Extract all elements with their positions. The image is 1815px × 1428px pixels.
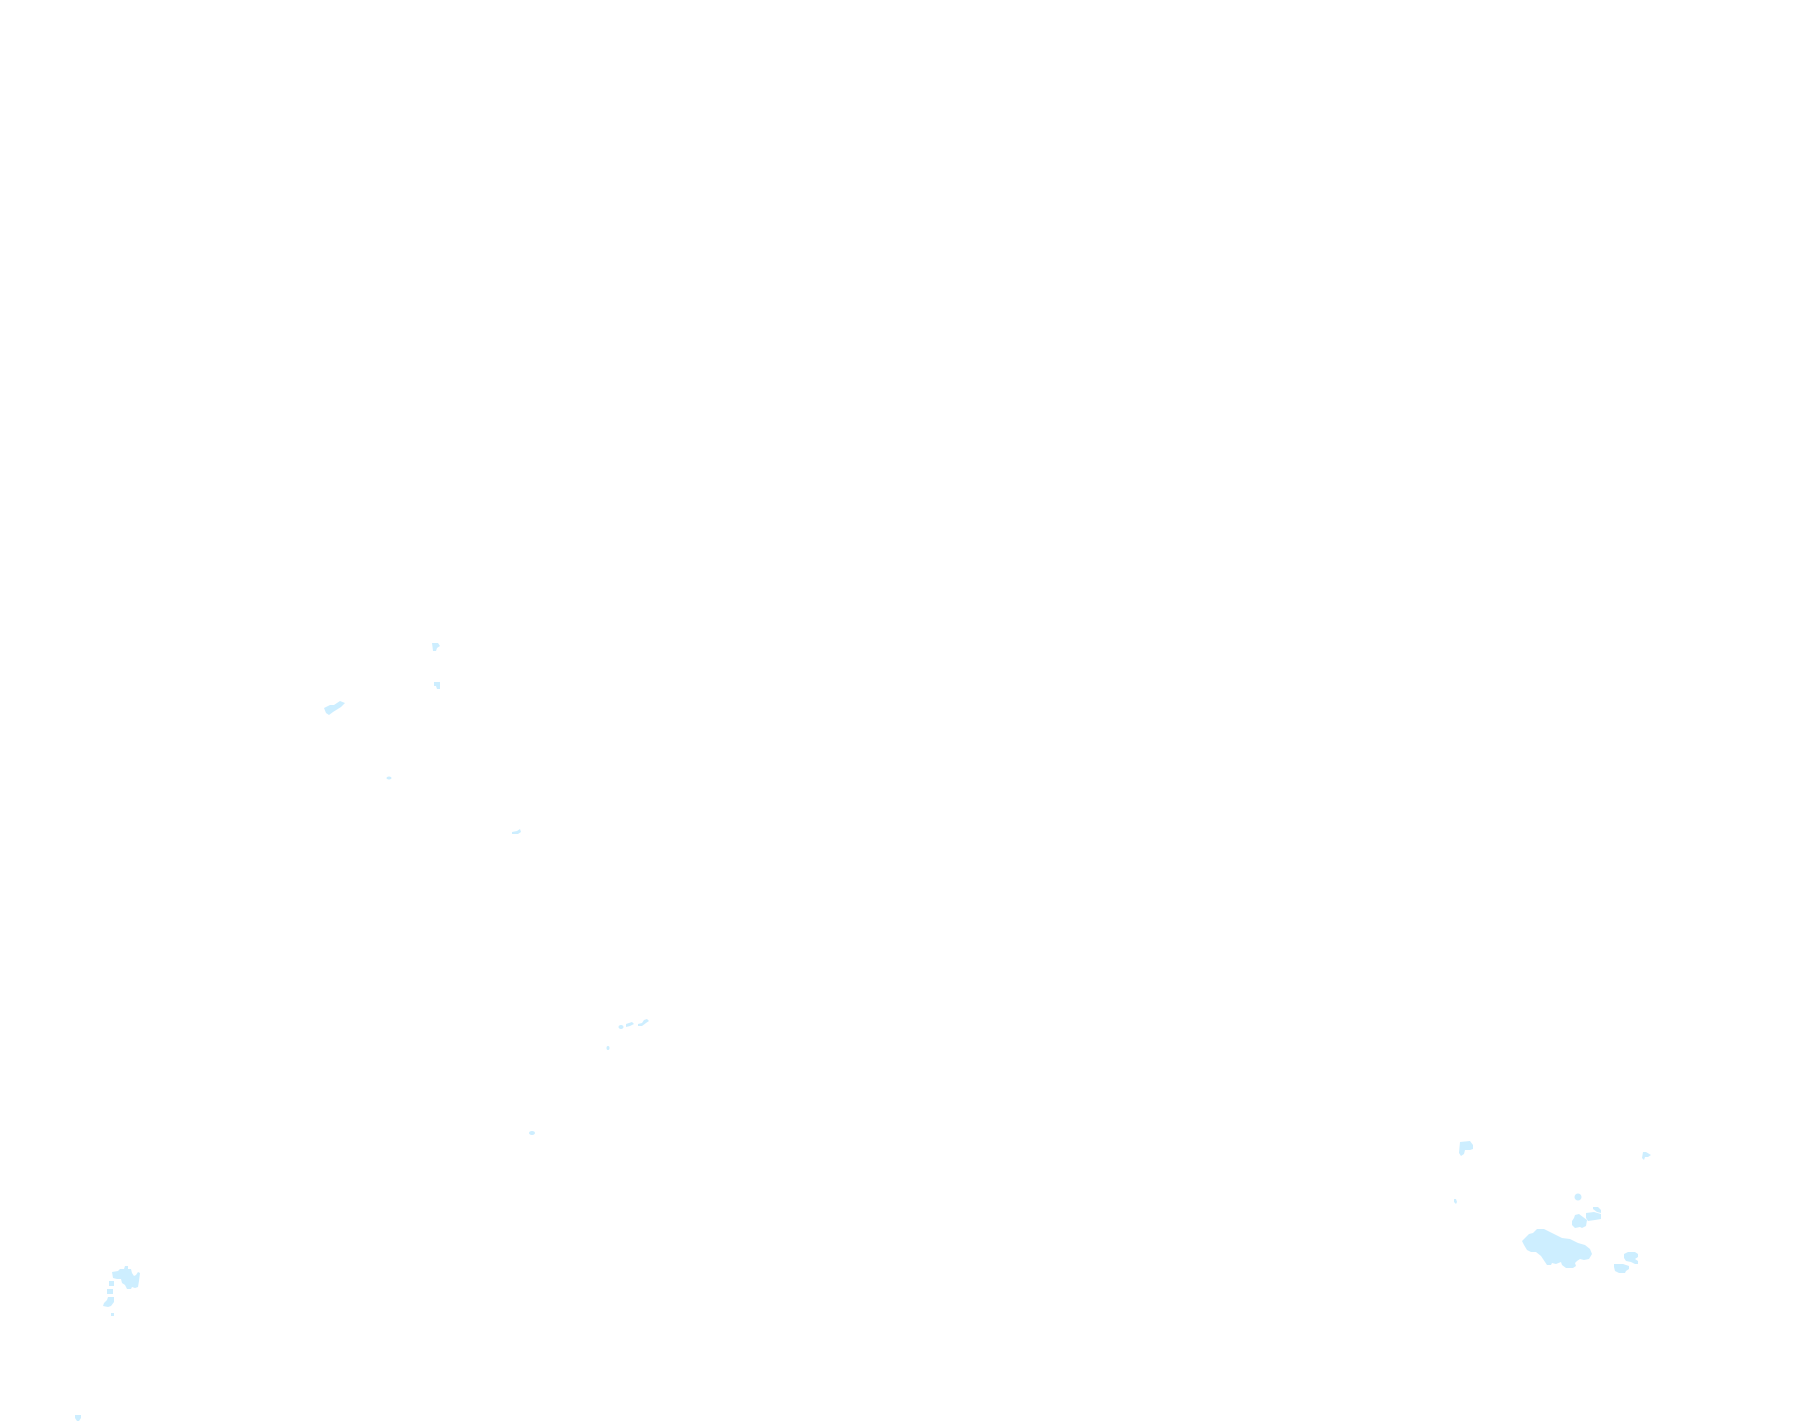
lake xyxy=(1624,1252,1638,1264)
lake xyxy=(107,1289,113,1294)
lake xyxy=(638,1019,649,1026)
lake xyxy=(1454,1199,1457,1204)
lake xyxy=(1459,1141,1473,1156)
lake xyxy=(432,643,440,651)
lake xyxy=(529,1131,535,1135)
lake xyxy=(75,1415,81,1421)
lake xyxy=(434,682,440,689)
lake xyxy=(112,1266,140,1289)
lake xyxy=(103,1297,114,1307)
lake xyxy=(1593,1207,1601,1213)
lake xyxy=(1574,1193,1582,1201)
lake xyxy=(512,829,521,834)
lake xyxy=(324,701,345,715)
lake xyxy=(386,776,392,780)
lake xyxy=(606,1046,610,1050)
lake xyxy=(618,1025,624,1029)
lake xyxy=(1586,1212,1601,1221)
lake xyxy=(109,1281,114,1286)
lake xyxy=(1572,1214,1587,1228)
lake xyxy=(1642,1152,1651,1160)
lake xyxy=(111,1313,114,1316)
lake xyxy=(626,1022,634,1027)
lake xyxy=(1522,1229,1592,1268)
lake xyxy=(1614,1264,1629,1273)
